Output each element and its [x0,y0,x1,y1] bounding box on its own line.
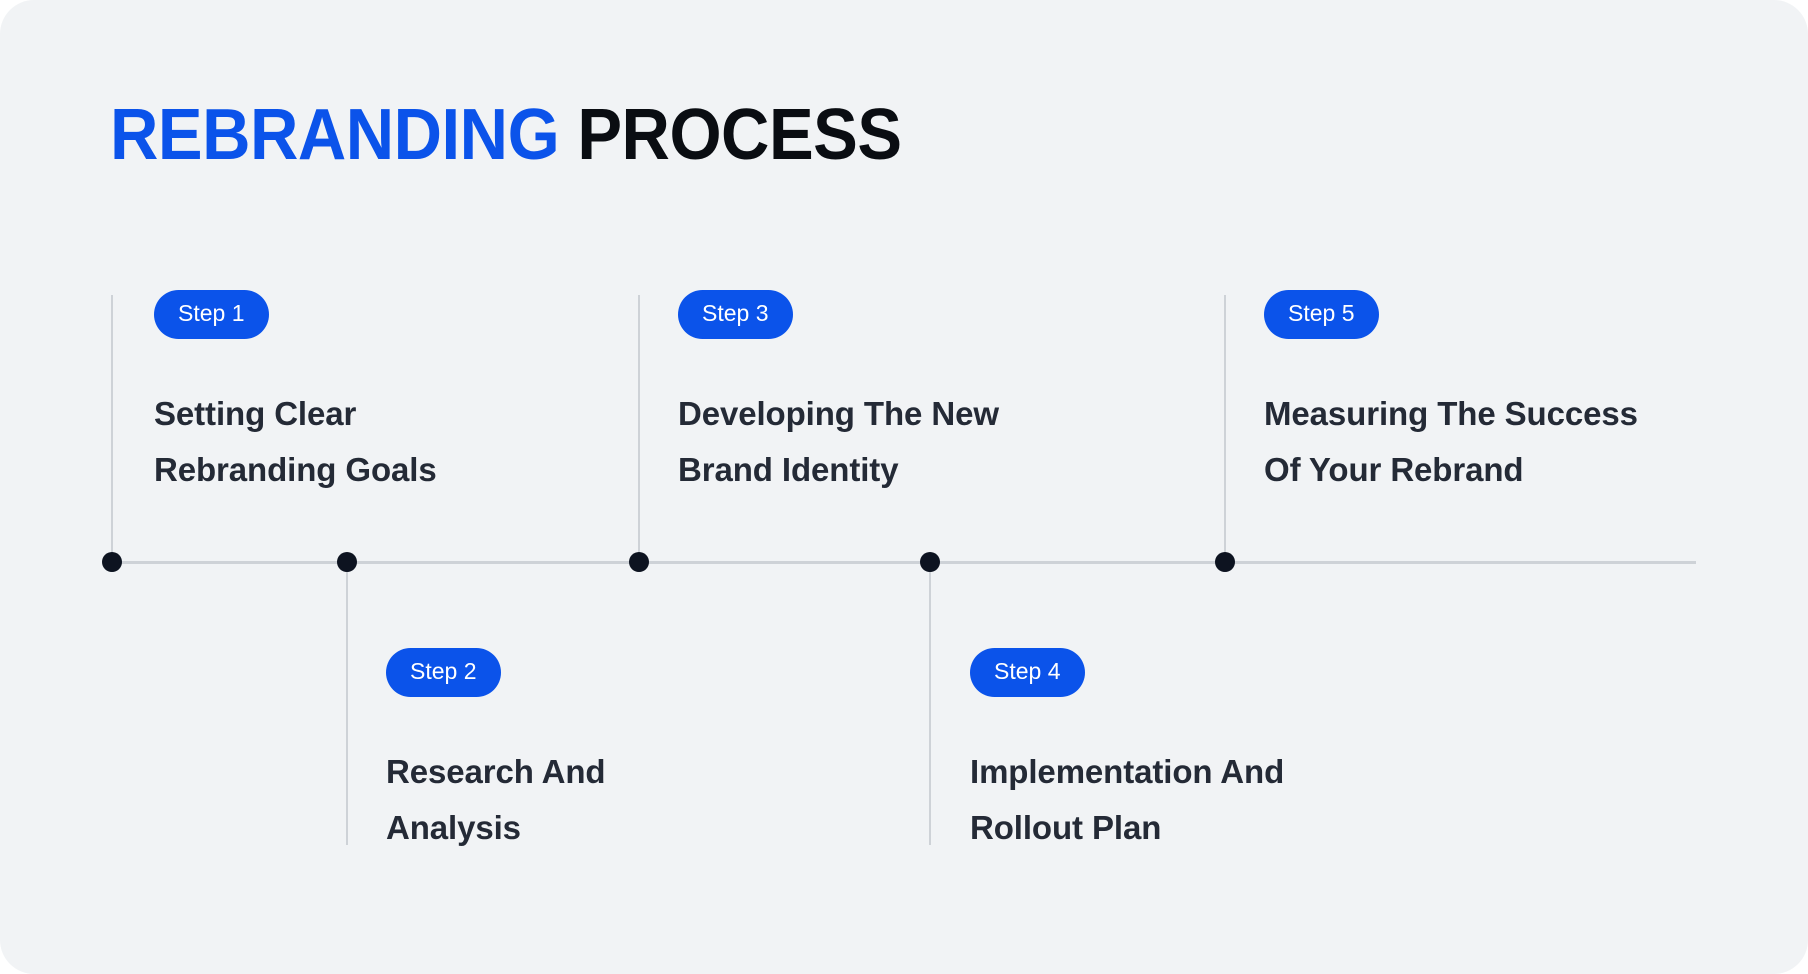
step-title-1-line2: Rebranding Goals [154,451,437,488]
step-item-3[interactable]: Step 3 Developing The New Brand Identity [678,290,1148,498]
step-item-2[interactable]: Step 2 Research And Analysis [386,648,856,856]
step-badge-5[interactable]: Step 5 [1264,290,1379,339]
step-title-5: Measuring The Success Of Your Rebrand [1264,386,1764,498]
timeline-axis [112,561,1696,564]
step-title-1-line1: Setting Clear [154,395,357,432]
page-title: REBRANDING PROCESS [110,96,902,174]
step-title-1: Setting Clear Rebranding Goals [154,386,624,498]
step-item-4[interactable]: Step 4 Implementation And Rollout Plan [970,648,1440,856]
timeline-dot-2 [337,552,357,572]
connector-step-4 [929,562,931,845]
timeline-dot-5 [1215,552,1235,572]
step-title-2-line1: Research And [386,753,606,790]
step-badge-1[interactable]: Step 1 [154,290,269,339]
step-title-3-line2: Brand Identity [678,451,899,488]
connector-step-1 [111,295,113,565]
page-title-plain: PROCESS [577,95,902,175]
step-badge-4[interactable]: Step 4 [970,648,1085,697]
step-item-1[interactable]: Step 1 Setting Clear Rebranding Goals [154,290,624,498]
step-title-4: Implementation And Rollout Plan [970,744,1440,856]
page-title-accent: REBRANDING [110,95,560,175]
step-title-3-line1: Developing The New [678,395,999,432]
connector-step-2 [346,562,348,845]
step-title-2: Research And Analysis [386,744,856,856]
timeline-dot-4 [920,552,940,572]
step-title-4-line2: Rollout Plan [970,809,1162,846]
step-title-4-line1: Implementation And [970,753,1285,790]
step-title-5-line2: Of Your Rebrand [1264,451,1524,488]
step-item-5[interactable]: Step 5 Measuring The Success Of Your Reb… [1264,290,1764,498]
step-title-5-line1: Measuring The Success [1264,395,1638,432]
step-badge-3[interactable]: Step 3 [678,290,793,339]
timeline-dot-1 [102,552,122,572]
step-title-3: Developing The New Brand Identity [678,386,1148,498]
step-title-2-line2: Analysis [386,809,521,846]
step-badge-2[interactable]: Step 2 [386,648,501,697]
connector-step-3 [638,295,640,565]
connector-step-5 [1224,295,1226,565]
timeline-dot-3 [629,552,649,572]
